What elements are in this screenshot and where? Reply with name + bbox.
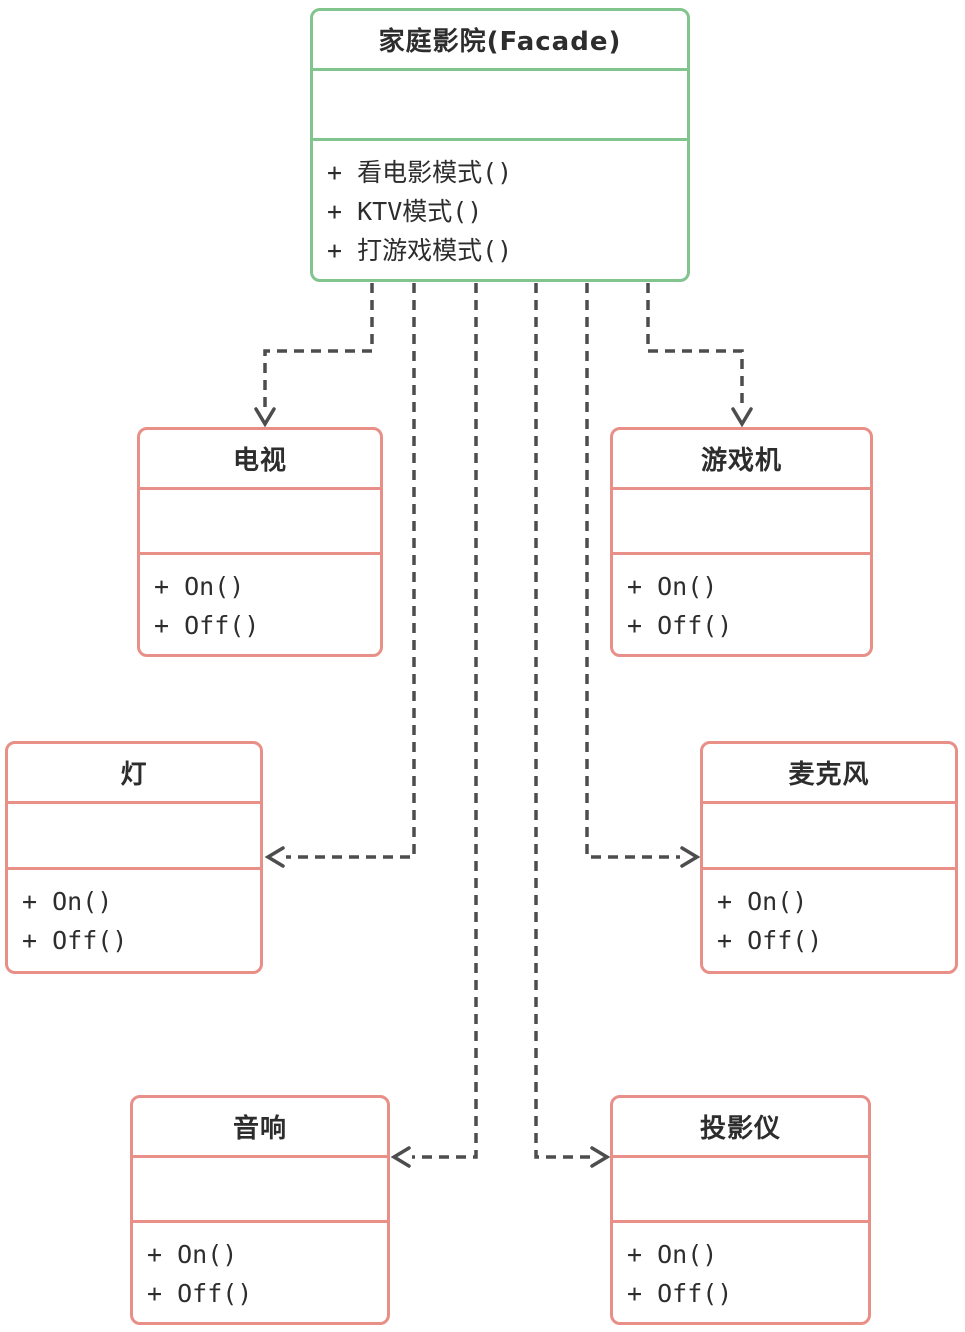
connector-facade-to-game-console [646,283,744,407]
class-projector-methods: + On() + Off() [613,1223,868,1322]
arrowhead-tv [254,407,276,428]
method-on: + On() [22,887,113,916]
method-ktv-mode: + KTV模式() [327,197,483,226]
class-facade-attributes [313,71,687,141]
class-light-title: 灯 [8,744,260,804]
class-microphone-methods: + On() + Off() [703,870,955,971]
class-speaker-title: 音响 [133,1098,387,1158]
class-projector-attributes [613,1158,868,1223]
connector-facade-to-projector [534,283,590,1159]
class-tv-attributes [140,490,380,555]
class-game-console-methods: + On() + Off() [613,555,870,654]
method-off: + Off() [147,1279,253,1308]
connector-facade-to-tv [263,283,374,407]
arrowhead-projector [590,1146,611,1168]
class-light-methods: + On() + Off() [8,870,260,971]
class-microphone: 麦克风 + On() + Off() [700,741,958,974]
class-projector-title: 投影仪 [613,1098,868,1158]
class-microphone-attributes [703,804,955,870]
method-off: + Off() [22,926,128,955]
connector-facade-to-speaker [412,283,478,1159]
class-speaker-attributes [133,1158,387,1223]
method-off: + Off() [627,611,733,640]
method-on: + On() [627,1240,718,1269]
class-game-console: 游戏机 + On() + Off() [610,427,873,657]
class-facade-title: 家庭影院(Facade) [313,11,687,71]
arrowhead-speaker [390,1146,411,1168]
class-game-console-title: 游戏机 [613,430,870,490]
class-tv-methods: + On() + Off() [140,555,380,654]
arrowhead-light [264,846,285,868]
method-off: + Off() [154,611,260,640]
class-facade-methods: + 看电影模式() + KTV模式() + 打游戏模式() [313,141,687,279]
method-off: + Off() [627,1279,733,1308]
class-facade: 家庭影院(Facade) + 看电影模式() + KTV模式() + 打游戏模式… [310,8,690,282]
class-light: 灯 + On() + Off() [5,741,263,974]
class-tv-title: 电视 [140,430,380,490]
class-microphone-title: 麦克风 [703,744,955,804]
class-speaker: 音响 + On() + Off() [130,1095,390,1325]
class-speaker-methods: + On() + Off() [133,1223,387,1322]
method-on: + On() [627,572,718,601]
method-on: + On() [154,572,245,601]
arrowhead-microphone [680,846,701,868]
method-on: + On() [717,887,808,916]
class-game-console-attributes [613,490,870,555]
method-off: + Off() [717,926,823,955]
method-game-mode: + 打游戏模式() [327,236,513,265]
method-on: + On() [147,1240,238,1269]
class-light-attributes [8,804,260,870]
method-watch-movie-mode: + 看电影模式() [327,158,513,187]
class-projector: 投影仪 + On() + Off() [610,1095,871,1325]
class-tv: 电视 + On() + Off() [137,427,383,657]
arrowhead-game-console [731,407,753,428]
